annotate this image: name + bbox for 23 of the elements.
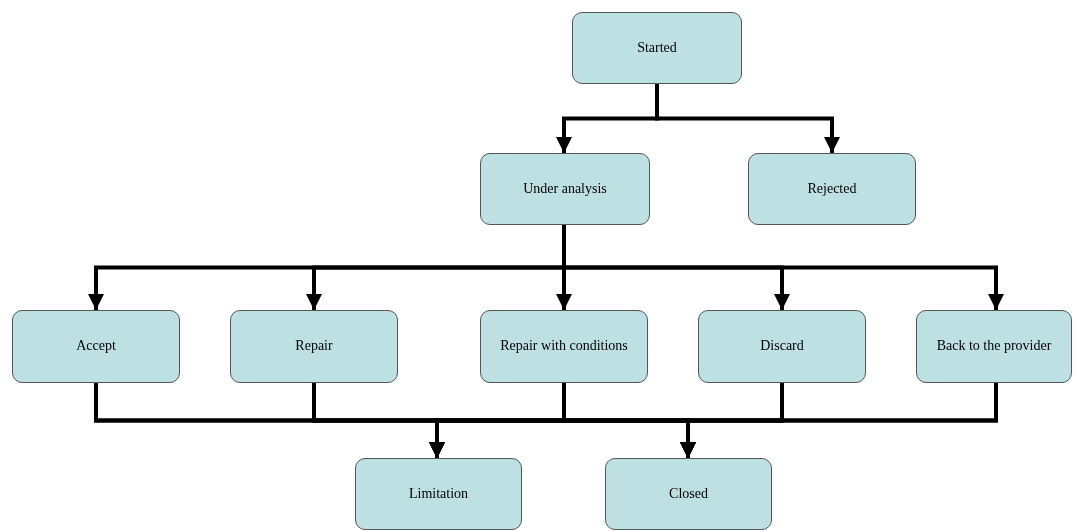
- node-label: Back to the provider: [936, 337, 1052, 356]
- node-label: Limitation: [408, 484, 469, 503]
- process-box: [480, 310, 648, 383]
- node-label: Accept: [76, 337, 116, 356]
- process-box: [480, 153, 650, 225]
- node-label: Under analysis: [523, 179, 607, 198]
- arrow: [655, 84, 840, 153]
- node-label: Started: [637, 38, 677, 57]
- node-label: Repair with conditions: [500, 337, 628, 356]
- process-box: [355, 458, 522, 530]
- node-label: Closed: [669, 484, 708, 503]
- node-label: Discard: [760, 337, 804, 356]
- process-box: [230, 310, 398, 383]
- process-box: [572, 12, 742, 84]
- process-box: [605, 458, 772, 530]
- process-box: [748, 153, 916, 225]
- node-label: Repair: [295, 337, 333, 356]
- node-label: Rejected: [807, 179, 857, 198]
- process-box: [698, 310, 866, 383]
- arrow: [562, 225, 1004, 310]
- process-box: [12, 310, 180, 383]
- process-box: [916, 310, 1072, 383]
- arrow: [680, 383, 998, 458]
